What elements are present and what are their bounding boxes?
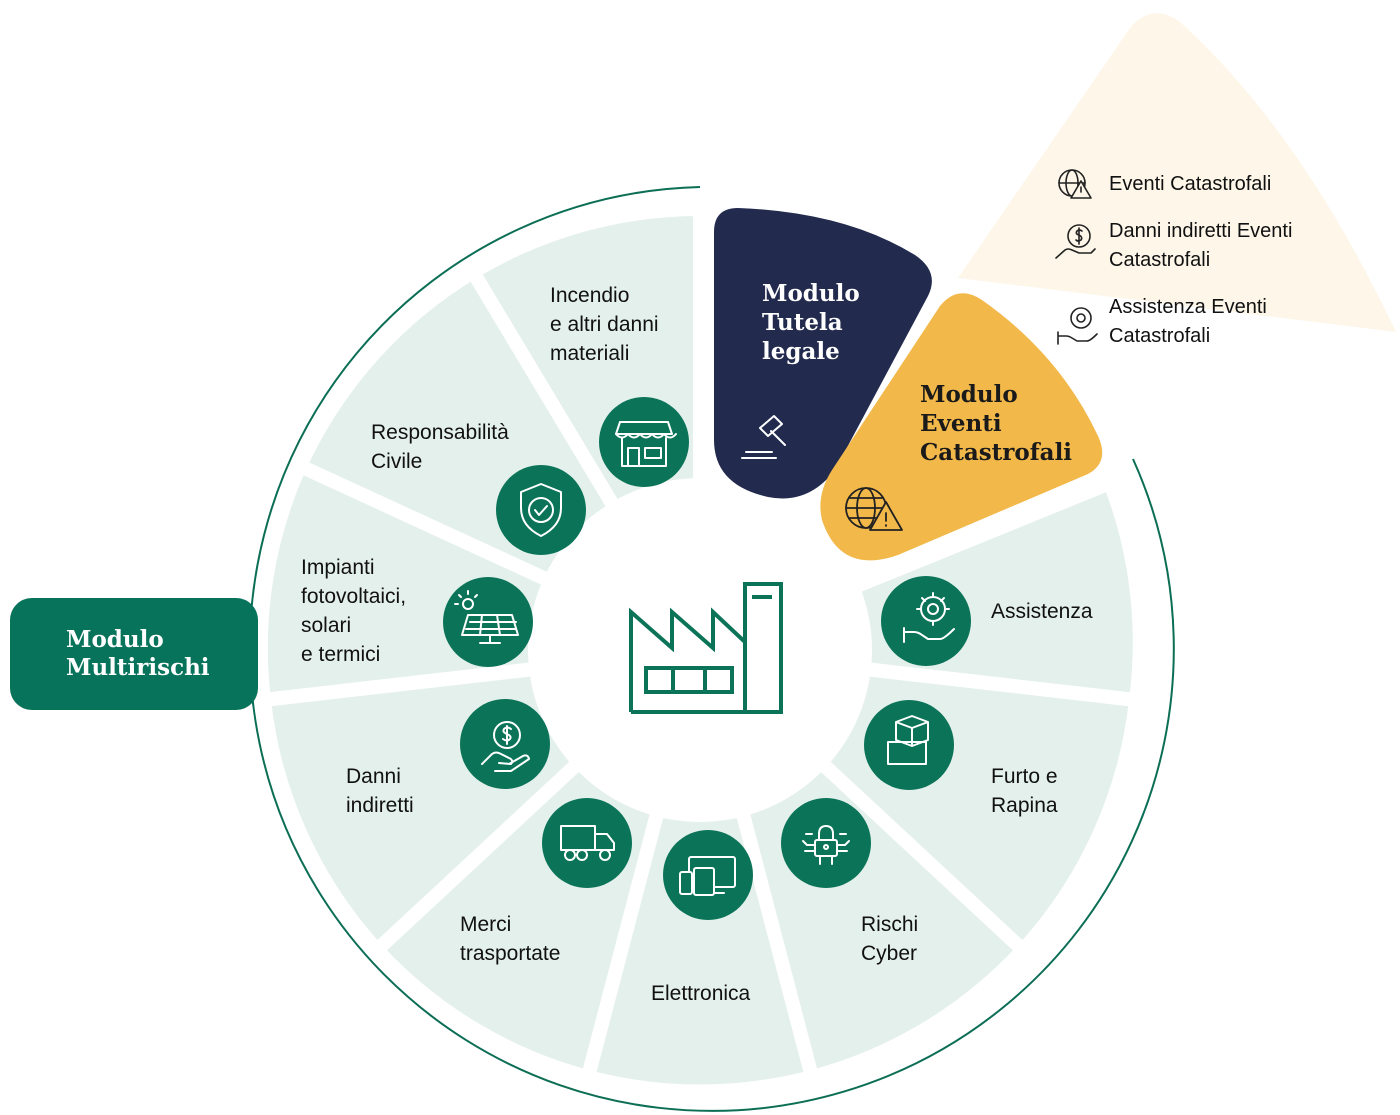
module-multirischi-line1: Modulo <box>66 626 164 653</box>
label-furto: Furto e Rapina <box>991 762 1058 820</box>
cyber-lock-icon <box>802 825 850 865</box>
label-line: Rapina <box>991 794 1058 817</box>
label-line: e termici <box>301 643 381 666</box>
truck-icon-circle <box>542 798 632 888</box>
catastrofali-detail-fan <box>958 13 1396 332</box>
catastrofali-item-label: Eventi Catastrofali <box>1109 173 1272 195</box>
label-cyber: Rischi Cyber <box>861 910 918 968</box>
solar-panel-icon <box>454 590 519 644</box>
hand-gear-icon <box>1057 307 1098 345</box>
label-line: Danni <box>346 765 401 788</box>
module-multirischi[interactable]: Modulo Multirischi <box>10 598 258 710</box>
label-elettronica: Elettronica <box>651 979 750 1008</box>
boxes-icon <box>887 715 929 765</box>
shield-check-icon <box>520 483 562 537</box>
label-line: indiretti <box>346 794 414 817</box>
label-line: Merci <box>460 913 512 936</box>
hand-dollar-icon <box>1055 224 1096 259</box>
gavel-icon <box>741 415 786 459</box>
label-responsabilita: Responsabilità Civile <box>371 418 509 476</box>
label-line: materiali <box>550 342 630 365</box>
label-impianti: Impianti fotovoltaici, solari e termici <box>301 553 406 669</box>
label-line: Elettronica <box>651 982 751 1005</box>
label-line: Assistenza Eventi <box>1109 296 1267 318</box>
label-line: Danni indiretti Eventi <box>1109 220 1293 242</box>
hand-dollar-icon-circle <box>460 699 550 789</box>
outer-ring <box>248 186 1175 1112</box>
module-tutela-title: Modulo Tutela legale <box>762 279 860 366</box>
label-line: e altri danni <box>550 313 659 336</box>
cyber-lock-icon-circle <box>781 798 871 888</box>
truck-icon <box>560 825 615 861</box>
eventi-line2: Eventi <box>920 410 1002 437</box>
label-line: solari <box>301 614 352 637</box>
label-assistenza: Assistenza <box>991 597 1093 626</box>
module-tutela-legale[interactable] <box>714 208 932 499</box>
label-line: Furto e <box>991 765 1058 788</box>
hand-gear-icon-circle <box>881 576 971 666</box>
catastrofali-item-eventi: Eventi Catastrofali <box>1097 170 1271 199</box>
label-merci: Merci trasportate <box>460 910 560 968</box>
catastrofali-item-danni: Danni indiretti Eventi Catastrofali <box>1097 217 1292 275</box>
label-line: Assistenza <box>991 600 1093 623</box>
label-incendio: Incendio e altri danni materiali <box>550 281 659 368</box>
catastrofali-item-label: Assistenza Eventi Catastrofali <box>1109 293 1267 351</box>
globe-warning-icon <box>845 487 903 531</box>
catastrofali-item-assistenza: Assistenza Eventi Catastrofali <box>1097 293 1267 351</box>
tutela-line2: Tutela <box>762 309 843 336</box>
label-line: Incendio <box>550 284 630 307</box>
devices-icon <box>679 856 736 896</box>
label-line: Rischi <box>861 913 919 936</box>
eventi-line1: Modulo <box>920 381 1018 408</box>
label-line: trasportate <box>460 942 561 965</box>
shield-check-icon-circle <box>496 465 586 555</box>
globe-warning-icon <box>1058 169 1092 199</box>
label-line: Catastrofali <box>1109 249 1211 271</box>
hand-gear-icon <box>903 592 955 643</box>
label-line: Responsabilità <box>371 421 509 444</box>
label-danni-indiretti: Danni indiretti <box>346 762 414 820</box>
shop-icon-circle <box>599 397 689 487</box>
hand-dollar-icon <box>481 721 530 772</box>
eventi-line3: Catastrofali <box>920 439 1073 466</box>
factory-icon <box>629 582 783 714</box>
label-line: fotovoltaici, <box>301 585 407 608</box>
label-line: Cyber <box>861 942 918 965</box>
module-eventi-catastrofali[interactable] <box>820 293 1103 561</box>
tutela-line3: legale <box>762 338 840 365</box>
shop-icon <box>615 421 677 467</box>
tutela-line1: Modulo <box>762 280 860 307</box>
label-line: Civile <box>371 450 423 473</box>
label-line: Catastrofali <box>1109 325 1211 347</box>
catastrofali-item-label: Danni indiretti Eventi Catastrofali <box>1109 217 1292 275</box>
module-eventi-title: Modulo Eventi Catastrofali <box>920 380 1072 467</box>
label-line: Impianti <box>301 556 375 579</box>
module-multirischi-line2: Multirischi <box>66 654 210 681</box>
